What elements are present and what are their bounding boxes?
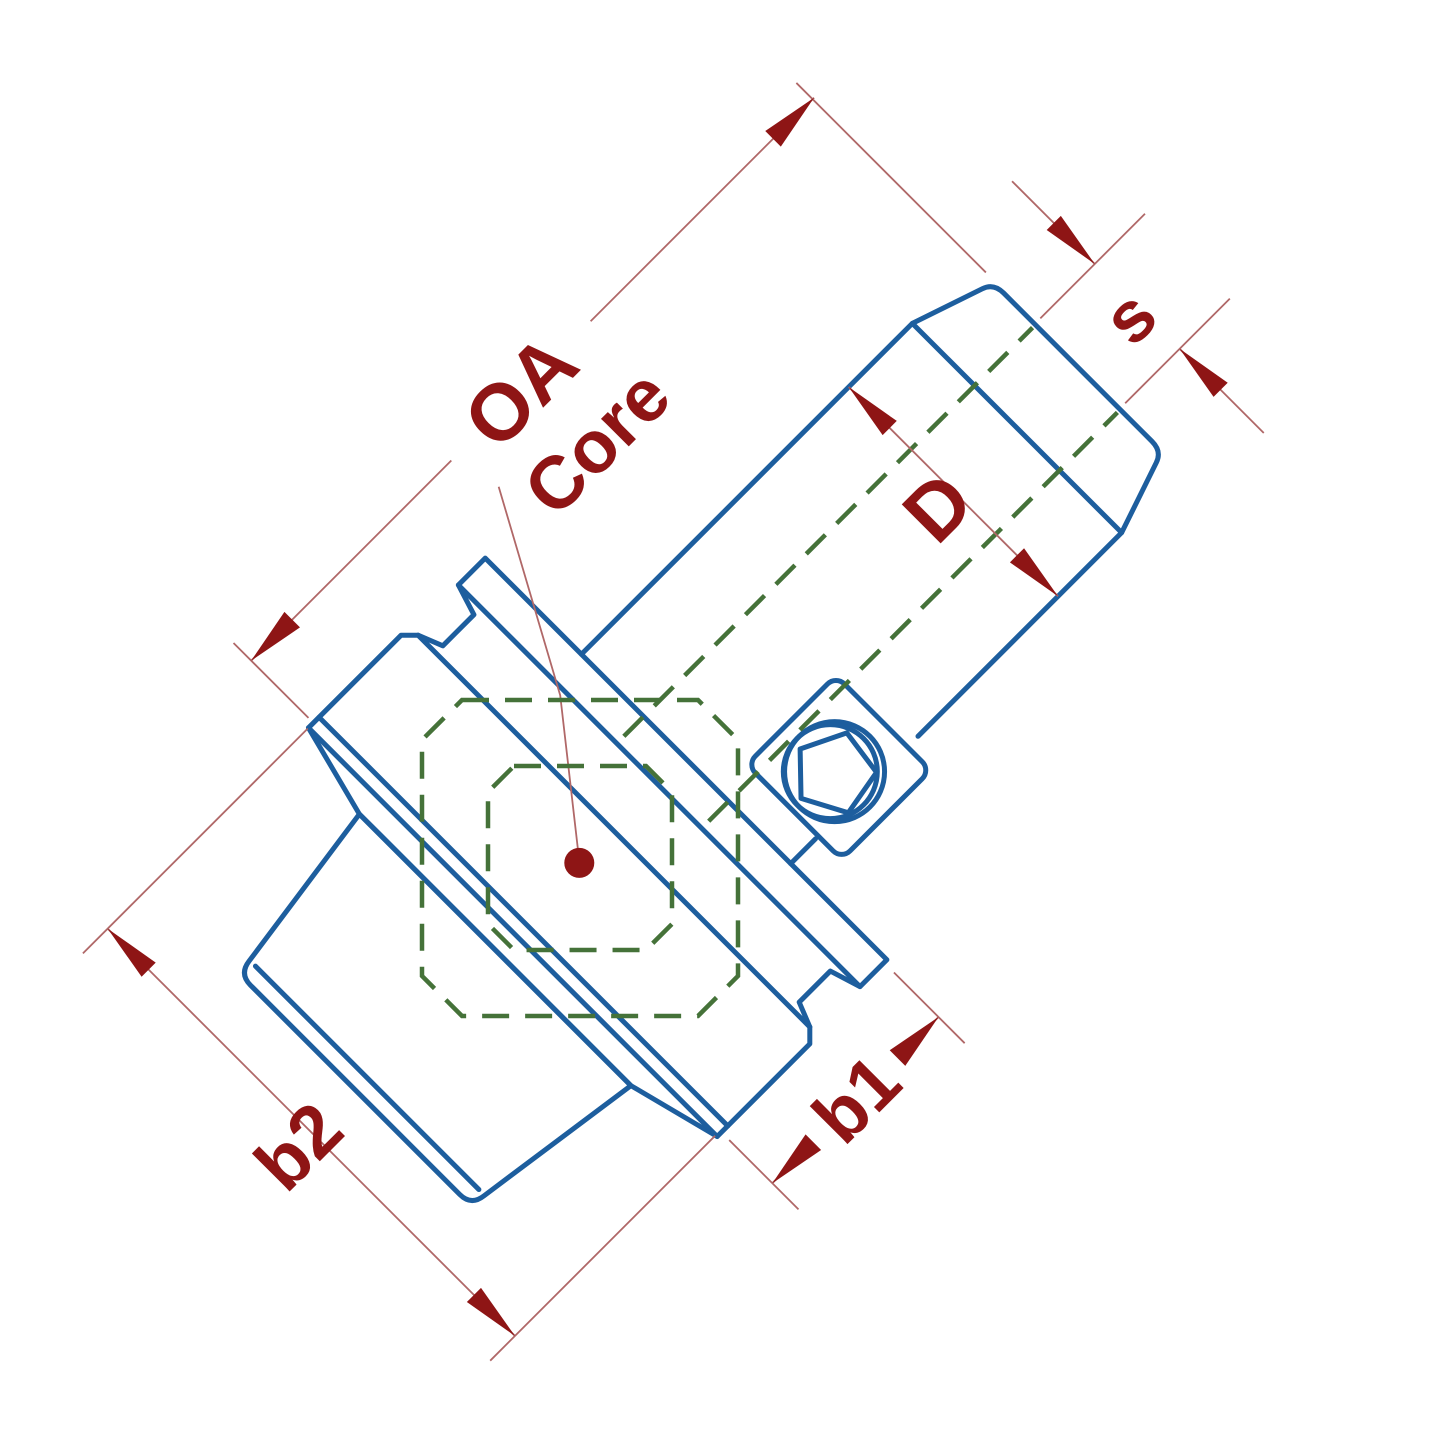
dim-label-d: D	[886, 455, 990, 559]
dimension-arrowheads	[107, 97, 1228, 1336]
b1-witness-lines	[728, 971, 966, 1210]
oa-witness-lines	[232, 82, 987, 719]
dimension-lines	[82, 82, 1265, 1362]
shank-outline	[578, 284, 1161, 867]
set-screw-pocket-outline	[749, 677, 929, 857]
flange-rim-line-1	[305, 725, 720, 1140]
b2-witness-lines	[82, 727, 716, 1362]
s-witness-lines	[1039, 213, 1231, 404]
hidden-bore-line-lower	[707, 410, 1119, 823]
d-arrow-upper	[848, 386, 897, 436]
set-screw-head-circle-inner	[780, 722, 880, 822]
collar-rib-outline	[455, 555, 890, 990]
groove-silhouette-left	[415, 582, 477, 649]
b2-dimension-line	[107, 928, 516, 1337]
hidden-square-socket	[419, 697, 741, 1019]
s-arrow-lower	[1179, 348, 1228, 397]
b2-arrow-lower	[466, 1287, 515, 1336]
part-outline	[241, 284, 1161, 1204]
oa-arrow-tip-end	[765, 97, 815, 147]
body-cylinder-outline	[241, 811, 634, 1204]
hidden-bore-lines	[622, 326, 1119, 823]
b1-arrow-right	[889, 1017, 939, 1066]
core-marker-dot	[564, 847, 595, 878]
hidden-socket-outer-square	[419, 697, 741, 1019]
dim-label-s: s	[1088, 275, 1173, 360]
groove-silhouette-right	[796, 968, 863, 1030]
body-end-chamfer-line	[252, 963, 482, 1193]
s-arrow-upper	[1046, 215, 1095, 264]
core-leader-line	[497, 486, 580, 856]
b1-arrow-left	[772, 1134, 822, 1184]
oa-arrow-rear-end	[251, 611, 300, 661]
hidden-bore-line-upper	[622, 326, 1035, 738]
dim-label-b2: b2	[239, 1087, 359, 1207]
d-arrow-lower	[1009, 548, 1059, 597]
b2-arrow-upper	[107, 928, 156, 977]
set-screw-hex-socket	[797, 730, 880, 816]
hidden-socket-inner-square	[485, 763, 675, 953]
shank-taper-start-line	[909, 320, 1125, 536]
flange-rim-line-2	[316, 714, 731, 1129]
